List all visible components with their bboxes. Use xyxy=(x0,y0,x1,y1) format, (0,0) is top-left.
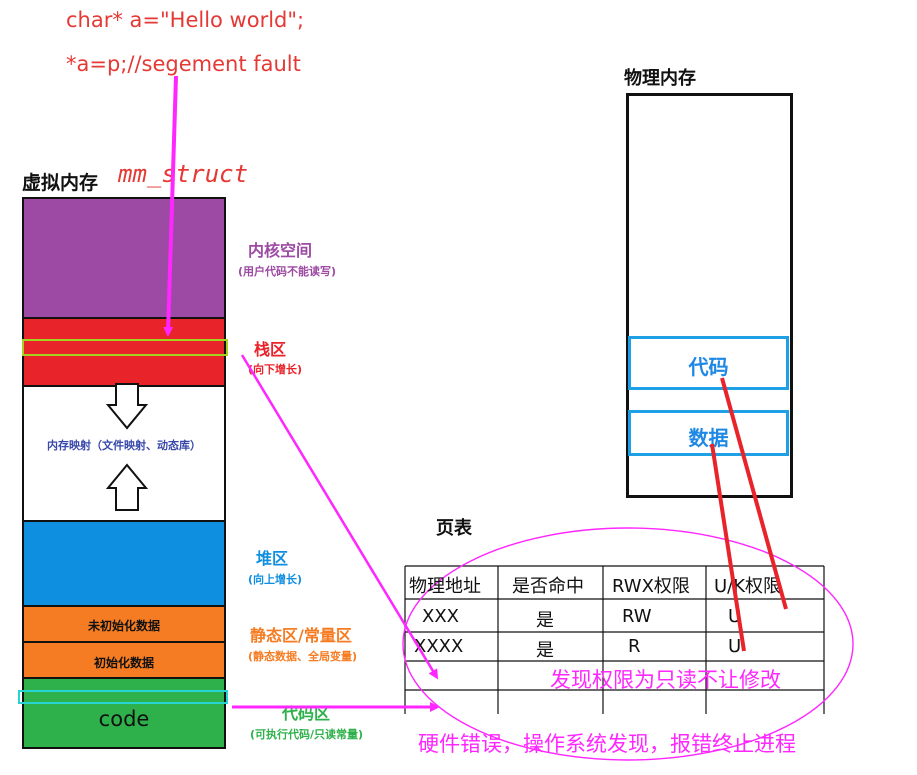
code-segment: code xyxy=(22,677,226,749)
page-table-row2-uk: U xyxy=(728,636,742,657)
page-table-row2-hit: 是 xyxy=(536,640,554,661)
kernel-segment xyxy=(22,197,226,319)
page-table-header-addr: 物理地址 xyxy=(409,576,481,597)
mm-struct-label: mm_struct xyxy=(118,160,249,188)
page-table-row1-hit: 是 xyxy=(536,610,554,631)
page-table-header-hit: 是否命中 xyxy=(512,576,584,597)
page-table-title: 页表 xyxy=(436,518,472,539)
code-area-label: 代码区 xyxy=(282,704,331,723)
physical-code-block: 代码 xyxy=(628,336,789,390)
page-table-row2-addr: XXXX xyxy=(414,636,464,657)
page-table-header-rwx: RWX权限 xyxy=(612,576,690,597)
page-table-row1-addr: XXX xyxy=(422,606,459,627)
code-segment-text: code xyxy=(98,707,150,731)
code-area-sub: (可执行代码/只读常量) xyxy=(250,728,364,741)
heap-segment xyxy=(22,520,226,607)
page-table-row1-uk: U xyxy=(728,606,742,627)
page-table-row1-rwx: RW xyxy=(622,606,652,627)
kernel-label: 内核空间 xyxy=(248,241,313,260)
stack-segment xyxy=(22,317,226,387)
code-line-1: char* a="Hello world"; xyxy=(66,8,305,32)
bss-text: 未初始化数据 xyxy=(87,619,160,633)
virtual-memory-title: 虚拟内存 xyxy=(22,172,99,194)
physical-memory-box xyxy=(626,93,793,498)
kernel-sub: (用户代码不能读写) xyxy=(238,265,337,278)
stack-highlight xyxy=(22,339,228,356)
readonly-annotation: 发现权限为只读不让修改 xyxy=(550,668,781,692)
physical-memory-title: 物理内存 xyxy=(624,68,696,89)
data-text: 初始化数据 xyxy=(93,656,154,670)
page-table-header-uk: U/K权限 xyxy=(714,576,782,597)
page-table-row2-rwx: R xyxy=(628,636,641,657)
code-line-2: *a=p;//segement fault xyxy=(66,52,301,76)
physical-code-text: 代码 xyxy=(688,355,729,379)
stack-label: 栈区 xyxy=(254,340,287,359)
mmap-label: 内存映射（文件映射、动态库） xyxy=(47,439,201,452)
code-highlight xyxy=(18,690,228,704)
hw-error-annotation: 硬件错误，操作系统发现，报错终止进程 xyxy=(418,732,796,756)
